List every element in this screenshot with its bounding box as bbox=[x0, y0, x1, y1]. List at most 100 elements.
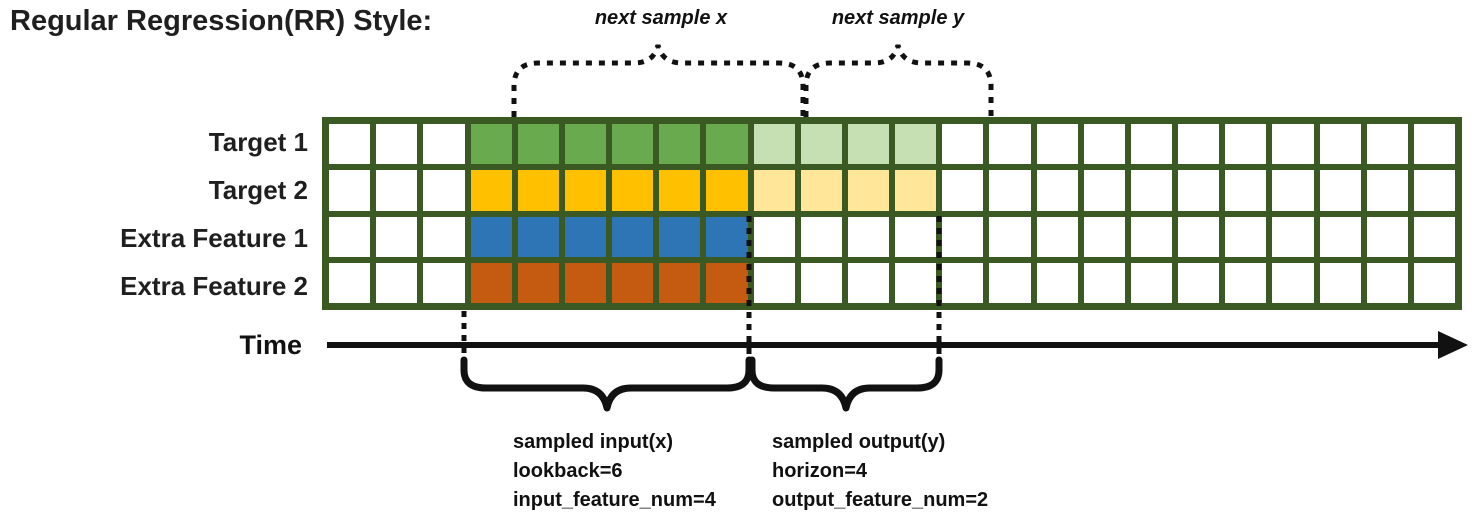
sampled-output-title: sampled output(y) bbox=[772, 431, 946, 453]
grid-cell bbox=[800, 262, 842, 303]
grid-cell bbox=[659, 262, 701, 303]
grid-cell bbox=[847, 262, 889, 303]
horizon-value: horizon=4 bbox=[772, 460, 868, 482]
grid-cell bbox=[376, 124, 418, 165]
grid-cell bbox=[942, 124, 984, 165]
grid-cell bbox=[847, 216, 889, 257]
grid-cell bbox=[329, 124, 371, 165]
grid-cell bbox=[1178, 262, 1220, 303]
lookback-value: lookback=6 bbox=[513, 460, 623, 482]
next-sample-y-label: next sample y bbox=[831, 7, 965, 29]
grid-cell bbox=[1319, 262, 1361, 303]
grid-cell bbox=[659, 216, 701, 257]
grid-cell bbox=[1130, 124, 1172, 165]
sampled-input-title: sampled input(x) bbox=[513, 431, 674, 453]
grid-cell bbox=[1272, 124, 1314, 165]
grid-cell bbox=[1225, 124, 1267, 165]
diagram-title: Regular Regression(RR) Style: bbox=[10, 5, 433, 37]
grid-cell bbox=[1130, 170, 1172, 211]
grid-cell bbox=[612, 170, 654, 211]
grid-cell bbox=[706, 216, 748, 257]
input-feature-num-value: input_feature_num=4 bbox=[513, 489, 716, 511]
grid-cell bbox=[1130, 262, 1172, 303]
grid-cell bbox=[1413, 170, 1455, 211]
grid-cell bbox=[659, 124, 701, 165]
grid-cell bbox=[1225, 216, 1267, 257]
grid-cell bbox=[800, 124, 842, 165]
row-label-extra-feature-2: Extra Feature 2 bbox=[120, 271, 308, 301]
grid-cell bbox=[1225, 170, 1267, 211]
grid-cell bbox=[329, 170, 371, 211]
grid-cell bbox=[376, 216, 418, 257]
grid-cell bbox=[1319, 124, 1361, 165]
grid-cell bbox=[1366, 216, 1408, 257]
grid-cell bbox=[564, 216, 606, 257]
grid-cell bbox=[1225, 262, 1267, 303]
grid-cell bbox=[470, 170, 512, 211]
grid-cell bbox=[942, 216, 984, 257]
grid-cell bbox=[423, 124, 465, 165]
grid-cell bbox=[753, 124, 795, 165]
grid-cell bbox=[1083, 262, 1125, 303]
grid-cell bbox=[1366, 262, 1408, 303]
grid-cell bbox=[942, 262, 984, 303]
sampled-input-annotation: sampled input(x) lookback=6 input_featur… bbox=[513, 428, 716, 515]
grid-cell bbox=[895, 124, 937, 165]
next-sample-x-label: next sample x bbox=[594, 7, 728, 29]
grid-cell bbox=[800, 216, 842, 257]
grid-cell bbox=[1413, 262, 1455, 303]
time-axis-arrowhead-icon bbox=[1438, 331, 1468, 359]
grid-cell bbox=[1319, 216, 1361, 257]
grid-cell bbox=[847, 124, 889, 165]
grid-cell bbox=[753, 262, 795, 303]
grid-cell bbox=[1036, 216, 1078, 257]
grid-cell bbox=[1036, 124, 1078, 165]
grid-cell bbox=[376, 170, 418, 211]
grid-cell bbox=[1083, 170, 1125, 211]
grid-cell bbox=[895, 262, 937, 303]
grid-cell bbox=[753, 216, 795, 257]
grid-cell bbox=[1413, 124, 1455, 165]
grid-cell bbox=[1272, 216, 1314, 257]
grid-cell bbox=[517, 262, 559, 303]
grid-cell bbox=[1083, 124, 1125, 165]
grid-cell bbox=[1083, 216, 1125, 257]
grid-cell bbox=[847, 170, 889, 211]
grid-cell bbox=[423, 262, 465, 303]
grid-cell bbox=[942, 170, 984, 211]
sampled-output-brace bbox=[748, 356, 943, 412]
grid-cell bbox=[989, 216, 1031, 257]
grid-cell bbox=[1036, 262, 1078, 303]
row-label-target-2: Target 2 bbox=[208, 175, 308, 205]
grid-cell bbox=[1413, 216, 1455, 257]
grid-cell bbox=[706, 170, 748, 211]
grid-cell bbox=[1366, 170, 1408, 211]
sampled-output-annotation: sampled output(y) horizon=4 output_featu… bbox=[772, 428, 988, 515]
grid-cell bbox=[612, 124, 654, 165]
grid-cell bbox=[470, 124, 512, 165]
grid-cell bbox=[1178, 124, 1220, 165]
time-axis-label: Time bbox=[239, 330, 302, 360]
grid-cell bbox=[423, 216, 465, 257]
grid-cell bbox=[612, 216, 654, 257]
grid-cell bbox=[706, 124, 748, 165]
grid-cell bbox=[706, 262, 748, 303]
grid-cell bbox=[989, 124, 1031, 165]
next-sample-x-brace bbox=[511, 44, 806, 117]
row-label-target-1: Target 1 bbox=[208, 127, 308, 157]
sampling-grid bbox=[322, 117, 1462, 310]
grid-cell bbox=[1272, 170, 1314, 211]
grid-cell bbox=[564, 170, 606, 211]
grid-cell bbox=[376, 262, 418, 303]
grid-cell bbox=[1130, 216, 1172, 257]
grid-cell bbox=[753, 170, 795, 211]
grid-cell bbox=[470, 262, 512, 303]
grid-cell bbox=[1178, 170, 1220, 211]
grid-cell bbox=[1319, 170, 1361, 211]
grid-cell bbox=[895, 170, 937, 211]
sampled-input-brace bbox=[460, 356, 753, 412]
grid-cell bbox=[470, 216, 512, 257]
grid-cell bbox=[800, 170, 842, 211]
grid-cell bbox=[1366, 124, 1408, 165]
